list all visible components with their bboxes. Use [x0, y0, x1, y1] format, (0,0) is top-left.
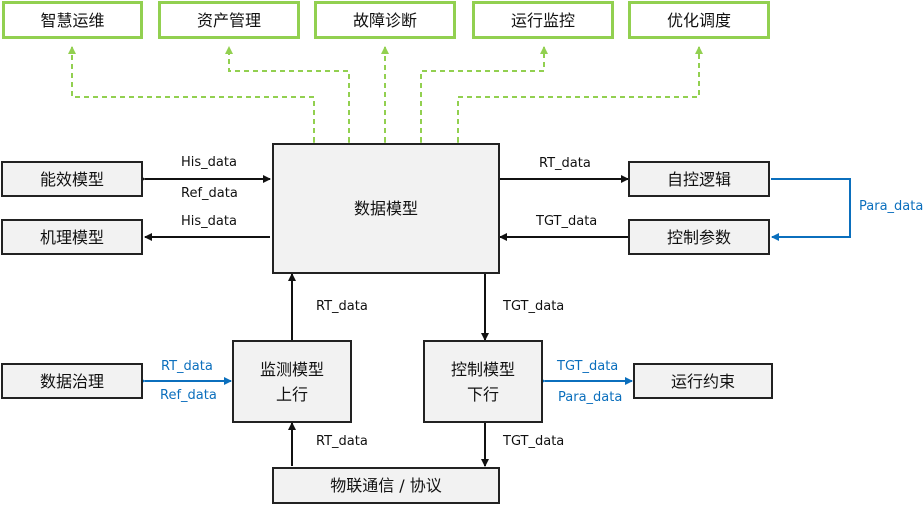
label-rt-data-bottom: RT_data: [316, 434, 368, 449]
module-data-governance-label: 数据治理: [39, 371, 104, 391]
module-asset-mgmt-label: 资产管理: [196, 10, 261, 30]
label-his-data-energy: His_data: [181, 155, 237, 170]
module-asset-mgmt: 资产管理: [158, 1, 300, 39]
control-model-direction: 下行: [466, 384, 499, 404]
module-mechanism-model: 机理模型: [1, 219, 143, 255]
label-ref-data-energy: Ref_data: [181, 186, 238, 201]
connector-opt-dispatch: [454, 46, 703, 149]
module-control-params: 控制参数: [628, 219, 770, 255]
control-model-box: 控制模型 下行: [423, 340, 543, 423]
iot-comm-box: 物联通信 / 协议: [272, 467, 500, 504]
label-his-data-mechanism: His_data: [181, 214, 237, 229]
monitor-model-label: 监测模型: [259, 359, 324, 379]
label-tgt-data-down: TGT_data: [503, 299, 565, 314]
module-opt-dispatch-label: 优化调度: [666, 10, 731, 30]
module-fault-diag-label: 故障诊断: [352, 10, 417, 30]
label-para-data-loop: Para_data: [859, 199, 923, 214]
module-smart-ops: 智慧运维: [2, 1, 143, 39]
label-rt-data-up: RT_data: [316, 299, 368, 314]
connector-run-monitor: [417, 46, 548, 149]
label-rt-data-auto-logic: RT_data: [539, 156, 591, 171]
data-model-label: 数据模型: [353, 199, 418, 218]
module-mechanism-model-label: 机理模型: [39, 227, 104, 247]
module-fault-diag: 故障诊断: [314, 1, 456, 39]
module-run-constraint-label: 运行约束: [670, 371, 735, 391]
monitor-model-direction: 上行: [275, 384, 308, 404]
data-model-box: 数据模型: [272, 143, 500, 274]
module-energy-model: 能效模型: [1, 161, 143, 197]
label-tgt-data-bottom: TGT_data: [503, 434, 565, 449]
module-auto-logic-label: 自控逻辑: [666, 169, 731, 189]
module-run-constraint: 运行约束: [633, 363, 773, 399]
arrow-para-loop: [771, 178, 851, 241]
module-run-monitor: 运行监控: [472, 1, 614, 39]
iot-comm-label: 物联通信 / 协议: [330, 476, 442, 495]
connector-smart-ops: [68, 46, 318, 149]
label-para-data-constraint: Para_data: [558, 390, 623, 405]
control-model-label: 控制模型: [450, 359, 515, 379]
module-energy-model-label: 能效模型: [39, 169, 104, 189]
module-opt-dispatch: 优化调度: [628, 1, 770, 39]
label-tgt-data-constraint: TGT_data: [557, 359, 619, 374]
module-control-params-label: 控制参数: [666, 227, 731, 247]
label-rt-data-governance: RT_data: [161, 359, 213, 374]
module-smart-ops-label: 智慧运维: [40, 10, 105, 30]
module-auto-logic: 自控逻辑: [628, 161, 770, 197]
monitor-model-box: 监测模型 上行: [232, 340, 352, 423]
connector-asset-mgmt: [225, 46, 353, 149]
module-run-monitor-label: 运行监控: [510, 10, 575, 30]
module-data-governance: 数据治理: [1, 363, 143, 399]
label-ref-data-governance: Ref_data: [160, 388, 217, 403]
label-tgt-data-control-params: TGT_data: [536, 214, 598, 229]
